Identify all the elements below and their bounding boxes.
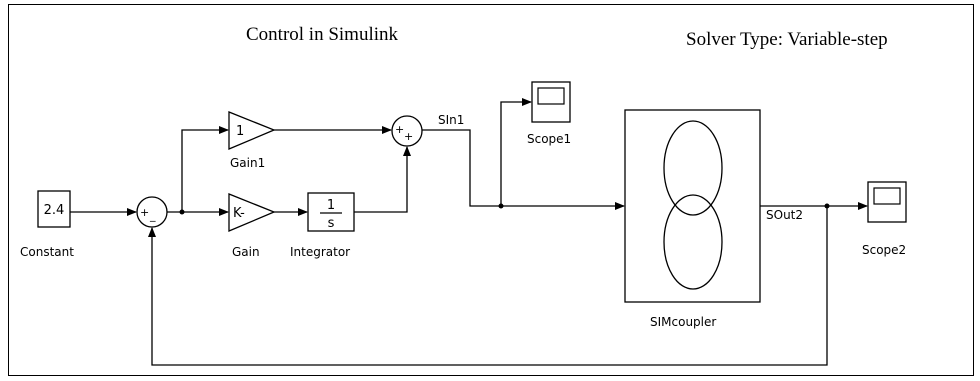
scope1-screen	[537, 87, 565, 105]
simcoupler-upper-loop	[663, 120, 723, 216]
scope2-block[interactable]	[867, 181, 907, 223]
sum1-block[interactable]: + _	[136, 196, 168, 228]
sout2-signal-label: SOut2	[766, 208, 803, 222]
solver-type-label: Solver Type: Variable-step	[686, 29, 888, 50]
constant-label: Constant	[20, 245, 74, 259]
scope2-screen	[873, 187, 901, 205]
gain-block[interactable]: K-	[228, 193, 276, 232]
simcoupler-block[interactable]	[624, 109, 761, 303]
diagram-title: Control in Simulink	[246, 24, 399, 45]
gain-label: Gain	[232, 245, 260, 259]
sin1-signal-label: SIn1	[438, 113, 464, 127]
constant-value: 2.4	[44, 203, 65, 218]
simcoupler-lower-loop	[663, 194, 723, 290]
integrator-numerator: 1	[327, 198, 335, 213]
scope2-label: Scope2	[862, 243, 906, 257]
integrator-label: Integrator	[290, 245, 350, 259]
gain1-value: 1	[236, 124, 244, 139]
signal-wires	[70, 98, 868, 366]
scope1-block[interactable]	[531, 81, 571, 123]
constant-block[interactable]: 2.4	[37, 190, 71, 228]
integrator-denominator: s	[328, 216, 335, 231]
diagram-frame	[8, 4, 974, 376]
simcoupler-label: SIMcoupler	[650, 315, 716, 329]
scope1-label: Scope1	[527, 132, 571, 146]
gain-value: K-	[233, 206, 245, 221]
integrator-block[interactable]: 1 s	[307, 192, 355, 232]
sum2-block[interactable]: + +	[391, 115, 423, 147]
sum2-sign-bottom: +	[404, 130, 413, 143]
sum1-sign-minus: _	[149, 209, 156, 222]
sum1-sign-plus: +	[140, 206, 149, 219]
gain1-label: Gain1	[230, 156, 265, 170]
sum2-sign-left: +	[395, 123, 404, 136]
gain1-block[interactable]: 1	[228, 111, 276, 150]
